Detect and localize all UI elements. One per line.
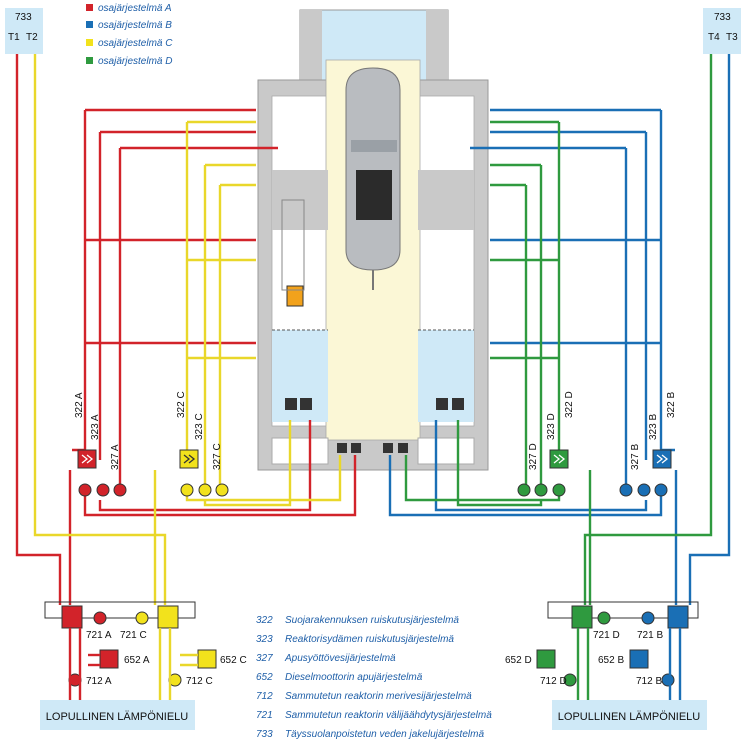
label-323-d: 323 D	[546, 413, 557, 440]
label-322-b: 322 B	[666, 392, 677, 418]
label-712-c: 712 C	[186, 676, 213, 687]
label-322-c: 322 C	[176, 391, 187, 418]
pumps-b	[619, 483, 668, 497]
pumps-d	[517, 483, 566, 497]
label-323-c: 323 C	[194, 413, 205, 440]
sys-code-652: 652	[256, 672, 273, 683]
label-721-d: 721 D	[593, 630, 620, 641]
pumps-a	[78, 483, 127, 497]
bottom-left-cooling-chain	[40, 601, 217, 730]
heat-sink-right-label: LOPULLINEN LÄMPÖNIELU	[558, 711, 700, 723]
sys-code-733: 733	[256, 729, 273, 740]
legend-label-a: osajärjestelmä A	[98, 3, 172, 14]
label-327-c: 327 C	[212, 443, 223, 470]
label-712-a: 712 A	[86, 676, 112, 687]
label-652-b: 652 B	[598, 655, 624, 666]
fuel-pool-equipment	[281, 199, 464, 453]
sys-code-327: 327	[256, 653, 273, 664]
heat-exchanger-322-d	[549, 449, 569, 469]
heat-sink-left-label: LOPULLINEN LÄMPÖNIELU	[46, 711, 188, 723]
label-327-d: 327 D	[528, 443, 539, 470]
blue-subsystem-b-pipes	[388, 52, 731, 605]
label-322-a: 322 A	[74, 392, 85, 418]
label-712-b: 712 B	[636, 676, 662, 687]
sys-desc-323: Reaktorisydämen ruiskutusjärjestelmä	[285, 634, 454, 645]
sys-desc-652: Dieselmoottorin apujärjestelmä	[285, 672, 423, 683]
sys-desc-327: Apusyöttövesijärjestelmä	[284, 653, 396, 664]
tank-733-left	[5, 8, 43, 54]
label-327-a: 327 A	[110, 444, 121, 470]
heat-exchanger-322-a	[77, 449, 97, 469]
label-652-d: 652 D	[505, 655, 532, 666]
label-323-a: 323 A	[90, 414, 101, 440]
heat-exchanger-322-c	[179, 449, 199, 469]
legend-label-c: osajärjestelmä C	[98, 38, 173, 49]
label-652-c: 652 C	[220, 655, 247, 666]
sys-code-721: 721	[256, 710, 273, 721]
label-323-b: 323 B	[648, 414, 659, 440]
bottom-right-cooling-chain	[536, 601, 707, 730]
label-322-d: 322 D	[564, 391, 575, 418]
sys-desc-322: Suojarakennuksen ruiskutusjärjestelmä	[285, 615, 459, 626]
legend-swatches	[86, 4, 93, 64]
tank-left-code: 733	[15, 12, 32, 23]
sys-code-712: 712	[256, 691, 273, 702]
tank-left-t2: T2	[26, 32, 38, 43]
pumps-c	[180, 483, 229, 497]
legend-label-d: osajärjestelmä D	[98, 56, 172, 67]
legend-label-b: osajärjestelmä B	[98, 20, 172, 31]
label-327-b: 327 B	[630, 444, 641, 470]
sys-code-323: 323	[256, 634, 273, 645]
sys-desc-733: Täyssuolanpoistetun veden jakelujärjeste…	[285, 729, 484, 740]
yellow-subsystem-c-pipes	[33, 52, 342, 605]
sys-desc-712: Sammutetun reaktorin merivesijärjestelmä	[285, 691, 472, 702]
label-721-b: 721 B	[637, 630, 663, 641]
tank-left-t1: T1	[8, 32, 20, 43]
sys-code-322: 322	[256, 615, 273, 626]
label-721-a: 721 A	[86, 630, 112, 641]
system-code-legend: 322 Suojarakennuksen ruiskutusjärjestelm…	[256, 615, 492, 740]
label-721-c: 721 C	[120, 630, 147, 641]
heat-exchanger-322-b	[652, 449, 672, 469]
tank-right-t3: T3	[726, 32, 738, 43]
label-652-a: 652 A	[124, 655, 150, 666]
tank-733-right	[703, 8, 741, 54]
tank-right-t4: T4	[708, 32, 720, 43]
reactor-pressure-vessel	[345, 67, 401, 290]
sys-desc-721: Sammutetun reaktorin välijäähdytysjärjes…	[285, 710, 492, 721]
label-712-d: 712 D	[540, 676, 567, 687]
tank-right-code: 733	[714, 12, 731, 23]
